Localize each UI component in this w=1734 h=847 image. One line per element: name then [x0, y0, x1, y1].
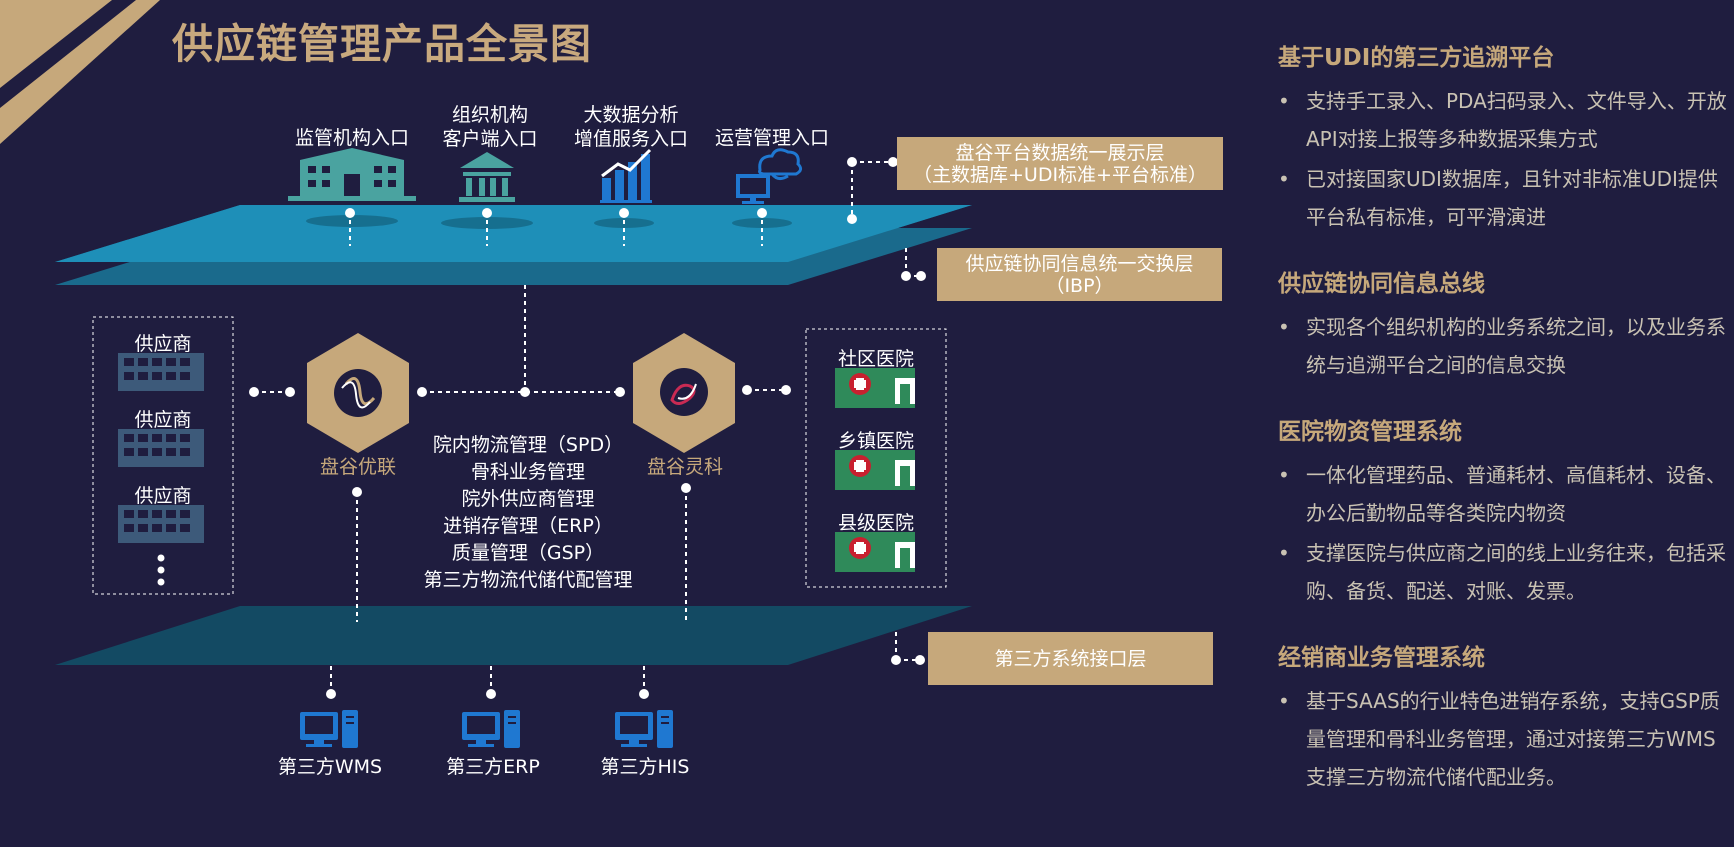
supplier-group-box: [92, 316, 234, 595]
entry-organization-client: 组织机构 客户端入口: [442, 104, 538, 150]
display-layer-subtitle: （主数据库+UDI标准+平台标准）: [913, 163, 1207, 186]
function-item: 进销存管理（ERP）: [443, 515, 613, 537]
entry-operations: 运营管理入口: [714, 127, 829, 149]
function-item: 第三方物流代储代配管理: [423, 569, 633, 591]
exchange-layer-title: 供应链协同信息统一交换层: [965, 252, 1194, 275]
computer-icon-wms: [300, 710, 358, 748]
section-hospital-materials: 医院物资管理系统 • 一体化管理药品、普通耗材、高值耗材、设备、办公后勤物品等各类…: [1278, 414, 1728, 610]
bullet-icon: •: [1278, 89, 1290, 113]
bullet-text: 实现各个组织机构的业务系统之间，以及业务系统与追溯平台之间的信息交换: [1306, 315, 1726, 377]
section-title: 基于UDI的第三方追溯平台: [1278, 45, 1555, 71]
brand-panggu-youlian: 盘谷优联: [319, 456, 396, 478]
system-label-wms: 第三方WMS: [277, 756, 383, 778]
section-info-bus: 供应链协同信息总线 • 实现各个组织机构的业务系统之间，以及业务系统与追溯平台之间…: [1278, 266, 1728, 384]
section-title: 经销商业务管理系统: [1278, 645, 1485, 671]
cloud-computer-icon: [736, 148, 803, 204]
function-item: 院内物流管理（SPD）: [432, 434, 624, 456]
bullet-text: 已对接国家UDI数据库，且针对非标准UDI提供平台私有标准，可平滑演进: [1306, 167, 1718, 229]
right-description-panel: 基于UDI的第三方追溯平台 • 支持手工录入、PDA扫码录入、文件导入、开放API…: [1278, 40, 1728, 826]
page-title: 供应链管理产品全景图: [172, 20, 592, 68]
bullet-icon: •: [1278, 315, 1290, 339]
hospital-icon-1: [835, 368, 915, 408]
computer-icon-erp: [462, 710, 520, 748]
computer-icon-his: [615, 710, 673, 748]
supplier-building-icon-1: [118, 353, 204, 391]
bullet-icon: •: [1278, 167, 1290, 191]
function-item: 院外供应商管理: [461, 488, 595, 510]
hospital-icon-3: [835, 532, 915, 572]
system-label-erp: 第三方ERP: [446, 756, 540, 778]
supplier-label-3: 供应商: [134, 485, 192, 507]
interface-layer-box: 第三方系统接口层: [928, 632, 1213, 685]
bullet-text: 支撑医院与供应商之间的线上业务往来，包括采购、备货、配送、对账、发票。: [1306, 541, 1726, 603]
supplier-building-icon-2: [118, 429, 204, 467]
brand-panggu-lingke: 盘谷灵科: [646, 456, 723, 478]
supplier-label-1: 供应商: [134, 333, 192, 355]
bullet-text: 基于SAAS的行业特色进销存系统，支持GSP质量管理和骨科业务管理，通过对接第三…: [1306, 689, 1720, 789]
bullet-icon: •: [1278, 463, 1290, 487]
bullet-item: • 实现各个组织机构的业务系统之间，以及业务系统与追溯平台之间的信息交换: [1278, 308, 1728, 384]
system-label-his: 第三方HIS: [600, 756, 690, 778]
section-title: 医院物资管理系统: [1278, 419, 1462, 445]
bullet-item: • 支撑医院与供应商之间的线上业务往来，包括采购、备货、配送、对账、发票。: [1278, 534, 1728, 610]
bullet-text: 支持手工录入、PDA扫码录入、文件导入、开放API对接上报等多种数据采集方式: [1306, 89, 1727, 151]
bar-chart-icon: [600, 148, 652, 203]
section-title: 供应链协同信息总线: [1278, 271, 1485, 297]
panggu-lingke-hexagon: [633, 333, 735, 453]
bullet-item: • 一体化管理药品、普通耗材、高值耗材、设备、办公后勤物品等各类院内物资: [1278, 456, 1728, 532]
bullet-item: • 支持手工录入、PDA扫码录入、文件导入、开放API对接上报等多种数据采集方式: [1278, 82, 1728, 158]
government-building-icon: [288, 148, 416, 201]
architecture-diagram: [55, 148, 972, 748]
interface-layer-plane: [55, 606, 972, 665]
entry-regulator: 监管机构入口: [294, 127, 409, 149]
function-item: 质量管理（GSP）: [451, 542, 605, 564]
exchange-layer-box: 供应链协同信息统一交换层 （IBP）: [937, 248, 1222, 301]
supplier-label-2: 供应商: [134, 409, 192, 431]
hospital-label-2: 乡镇医院: [837, 430, 914, 452]
hospital-label-1: 社区医院: [837, 348, 914, 370]
function-list: 院内物流管理（SPD） 骨科业务管理 院外供应商管理 进销存管理（ERP） 质量…: [400, 432, 656, 594]
bullet-item: • 已对接国家UDI数据库，且针对非标准UDI提供平台私有标准，可平滑演进: [1278, 160, 1728, 236]
hospital-group-box: [805, 328, 947, 588]
interface-layer-title: 第三方系统接口层: [994, 647, 1147, 670]
panggu-youlian-hexagon: [307, 333, 409, 453]
bullet-text: 一体化管理药品、普通耗材、高值耗材、设备、办公后勤物品等各类院内物资: [1306, 463, 1726, 525]
supplier-building-icon-3: [118, 505, 204, 543]
entry-bigdata: 大数据分析 增值服务入口: [573, 104, 688, 150]
section-distributor: 经销商业务管理系统 • 基于SAAS的行业特色进销存系统，支持GSP质量管理和骨科…: [1278, 640, 1728, 796]
bullet-icon: •: [1278, 541, 1290, 565]
bullet-item: • 基于SAAS的行业特色进销存系统，支持GSP质量管理和骨科业务管理，通过对接第…: [1278, 682, 1728, 796]
hospital-label-3: 县级医院: [837, 512, 914, 534]
display-layer-box: 盘谷平台数据统一展示层 （主数据库+UDI标准+平台标准）: [897, 137, 1223, 190]
hospital-icon-2: [835, 450, 915, 490]
section-udi-platform: 基于UDI的第三方追溯平台 • 支持手工录入、PDA扫码录入、文件导入、开放API…: [1278, 40, 1728, 236]
exchange-layer-subtitle: （IBP）: [1045, 274, 1114, 297]
corner-decoration: [0, 0, 160, 144]
function-item: 骨科业务管理: [470, 461, 585, 483]
bullet-icon: •: [1278, 689, 1290, 713]
institution-icon: [459, 152, 515, 202]
display-layer-title: 盘谷平台数据统一展示层: [955, 141, 1165, 164]
more-ellipsis-icon: [157, 554, 165, 586]
